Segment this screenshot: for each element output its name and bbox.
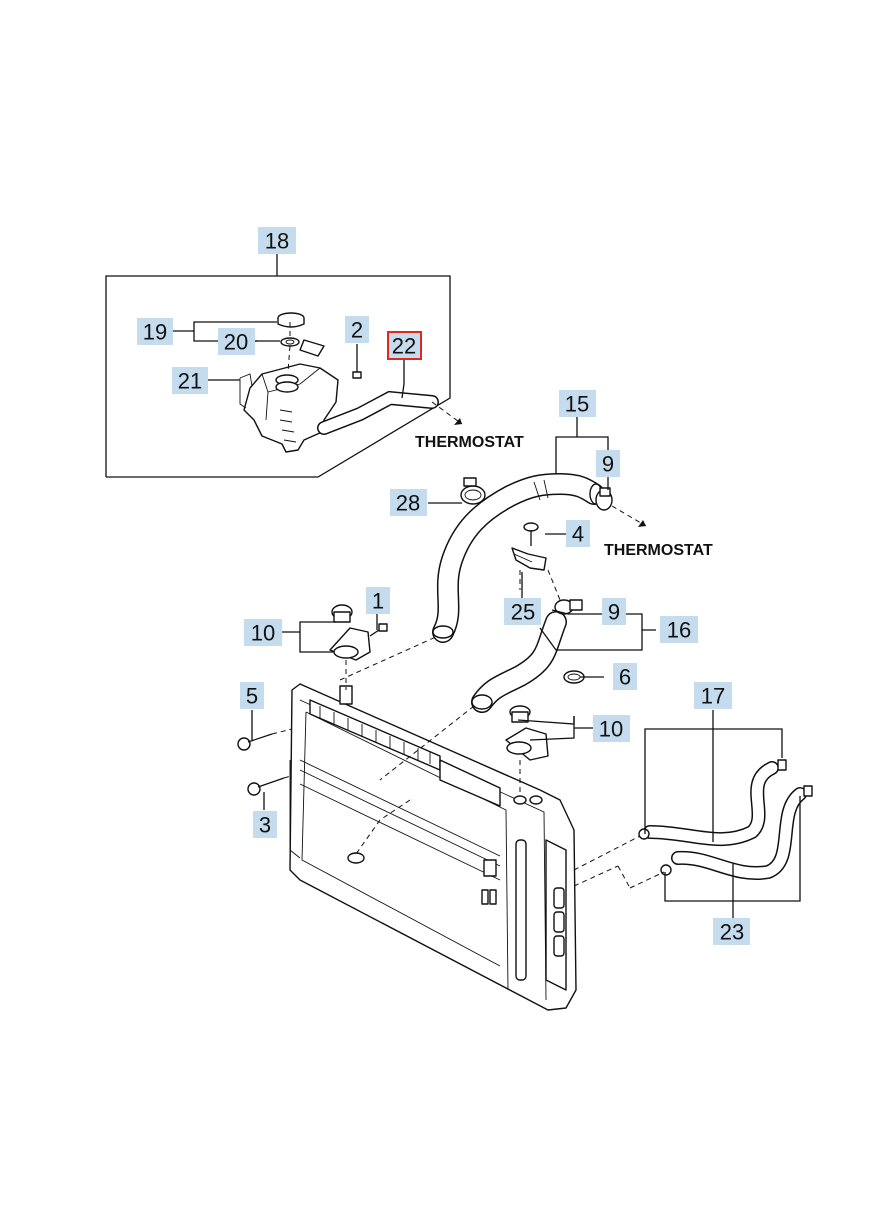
svg-text:19: 19	[143, 320, 167, 345]
callout-25[interactable]: 25	[504, 598, 541, 625]
radiator-assembly	[289, 683, 577, 1011]
svg-text:15: 15	[565, 392, 589, 417]
reservoir-label-plate	[299, 339, 325, 357]
thermostat-label-upper: THERMOSTAT	[415, 434, 524, 451]
svg-text:22: 22	[392, 334, 416, 359]
callout-17[interactable]: 17	[694, 682, 732, 709]
callout-21[interactable]: 21	[172, 367, 208, 394]
svg-text:5: 5	[246, 684, 258, 709]
callout-19[interactable]: 19	[137, 318, 173, 345]
lower-hose-clamp	[554, 599, 583, 615]
coolant-reservoir-tank	[239, 363, 339, 453]
svg-text:16: 16	[667, 618, 691, 643]
cap-seal-ring	[280, 337, 300, 347]
upper-hose-clamp	[595, 487, 613, 511]
svg-text:10: 10	[599, 717, 623, 742]
callout-4[interactable]: 4	[566, 520, 590, 547]
callout-20[interactable]: 20	[218, 328, 255, 355]
callout-18[interactable]: 18	[258, 227, 296, 254]
lower-radiator-mount	[505, 705, 549, 761]
callout-15[interactable]: 15	[559, 390, 596, 417]
bracket-bolt	[523, 522, 539, 546]
svg-text:10: 10	[251, 621, 275, 646]
callout-22-selected[interactable]: 22	[387, 331, 422, 360]
svg-text:9: 9	[602, 452, 614, 477]
svg-text:21: 21	[178, 369, 202, 394]
svg-text:9: 9	[608, 600, 620, 625]
svg-text:1: 1	[372, 589, 384, 614]
callout-6[interactable]: 6	[613, 663, 637, 690]
svg-text:17: 17	[701, 684, 725, 709]
svg-text:6: 6	[619, 665, 631, 690]
hose-bracket	[511, 547, 547, 571]
hose-17	[638, 759, 787, 847]
callout-3[interactable]: 3	[253, 811, 277, 838]
callout-9-upper[interactable]: 9	[596, 450, 620, 477]
svg-text:18: 18	[265, 229, 289, 254]
svg-text:28: 28	[396, 491, 420, 516]
callout-10-lower[interactable]: 10	[593, 715, 630, 742]
upper-radiator-mount	[329, 604, 371, 661]
callout-2[interactable]: 2	[345, 316, 369, 343]
svg-text:25: 25	[511, 600, 535, 625]
thermostat-label-lower: THERMOSTAT	[604, 542, 713, 559]
svg-text:2: 2	[351, 318, 363, 343]
screw-1	[369, 623, 388, 637]
callout-28[interactable]: 28	[390, 489, 427, 516]
callout-9-lower[interactable]: 9	[602, 598, 626, 625]
svg-text:23: 23	[720, 920, 744, 945]
callout-10-upper[interactable]: 10	[244, 619, 282, 646]
lower-radiator-hose	[471, 611, 567, 713]
radiator-bolt-5	[237, 733, 273, 751]
leader-lines	[251, 417, 801, 918]
reservoir-group-frame	[105, 254, 451, 478]
reservoir-cap	[277, 312, 305, 328]
callout-16[interactable]: 16	[660, 616, 698, 643]
radiator-bolt-3	[247, 777, 285, 796]
callout-5[interactable]: 5	[240, 682, 264, 709]
svg-text:3: 3	[259, 813, 271, 838]
hose-clamp-28	[460, 477, 486, 505]
svg-text:20: 20	[224, 330, 248, 355]
reservoir-screw	[352, 360, 362, 379]
callout-23[interactable]: 23	[713, 918, 750, 945]
callout-1[interactable]: 1	[366, 587, 390, 614]
svg-text:4: 4	[572, 522, 584, 547]
